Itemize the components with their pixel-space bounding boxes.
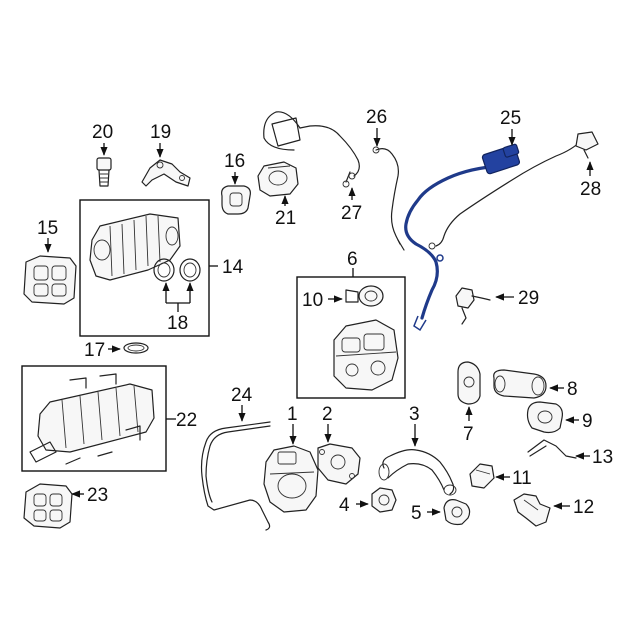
callout-23: 23: [87, 485, 108, 506]
part-2-egr-valve[interactable]: [317, 443, 361, 485]
part-13-clip[interactable]: [527, 439, 577, 459]
part-15-gasket[interactable]: [23, 255, 77, 305]
callout-20: 20: [92, 122, 113, 143]
callout-12: 12: [573, 497, 594, 518]
part-29-sensor[interactable]: [455, 287, 491, 325]
part-20-sensor[interactable]: [96, 157, 112, 187]
part-23-gasket[interactable]: [23, 483, 73, 529]
callout-1: 1: [287, 404, 298, 425]
part-28-sensor-harness[interactable]: [428, 131, 599, 250]
callout-26: 26: [366, 107, 387, 128]
part-12-bracket[interactable]: [513, 493, 551, 527]
callout-15: 15: [37, 218, 58, 239]
callout-29: 29: [518, 288, 539, 309]
callout-11: 11: [512, 468, 532, 489]
part-17-oring[interactable]: [123, 342, 149, 354]
part-27-sensor-harness[interactable]: [263, 111, 360, 188]
part-24-tube[interactable]: [200, 421, 271, 531]
part-8-tube[interactable]: [493, 369, 547, 399]
callout-18: 18: [167, 313, 188, 334]
callout-24: 24: [231, 385, 253, 406]
group-box-14: [79, 199, 210, 337]
part-22-egr-cooler-assembly[interactable]: [29, 373, 155, 465]
callout-17: 17: [84, 340, 105, 361]
part-9-gasket[interactable]: [526, 401, 563, 434]
part-14-egr-cooler[interactable]: [89, 213, 181, 281]
part-25-wiring-harness-highlighted[interactable]: [404, 143, 521, 332]
part-5-gasket[interactable]: [443, 499, 471, 526]
callout-22: 22: [176, 410, 197, 431]
callout-21: 21: [275, 208, 296, 229]
part-10-valve[interactable]: [345, 285, 384, 307]
part-3-pipe[interactable]: [378, 449, 457, 496]
callout-6: 6: [347, 249, 358, 270]
callout-3: 3: [409, 404, 420, 425]
callout-5: 5: [411, 503, 422, 524]
callout-14: 14: [222, 257, 244, 278]
part-18-gaskets[interactable]: [153, 258, 201, 282]
callout-7: 7: [463, 424, 474, 445]
part-21-flange[interactable]: [257, 161, 299, 197]
part-16-gasket[interactable]: [221, 185, 251, 215]
part-26-cable[interactable]: [372, 146, 405, 251]
callout-8: 8: [567, 379, 578, 400]
part-6-egr-valve-body[interactable]: [333, 319, 399, 391]
callout-27: 27: [341, 203, 362, 224]
callout-9: 9: [582, 411, 593, 432]
part-1-egr-actuator[interactable]: [263, 445, 319, 513]
callout-19: 19: [150, 122, 171, 143]
part-7-gasket[interactable]: [457, 361, 481, 405]
part-19-bracket[interactable]: [141, 159, 191, 187]
callout-13: 13: [592, 447, 613, 468]
callout-2: 2: [322, 404, 333, 425]
part-4-gasket[interactable]: [371, 487, 397, 513]
part-11-bracket[interactable]: [469, 463, 495, 489]
callout-25: 25: [500, 108, 521, 129]
callout-28: 28: [580, 179, 601, 200]
callout-10: 10: [302, 290, 323, 311]
callout-16: 16: [224, 151, 245, 172]
callout-4: 4: [339, 495, 350, 516]
group-box-6: [296, 276, 406, 399]
